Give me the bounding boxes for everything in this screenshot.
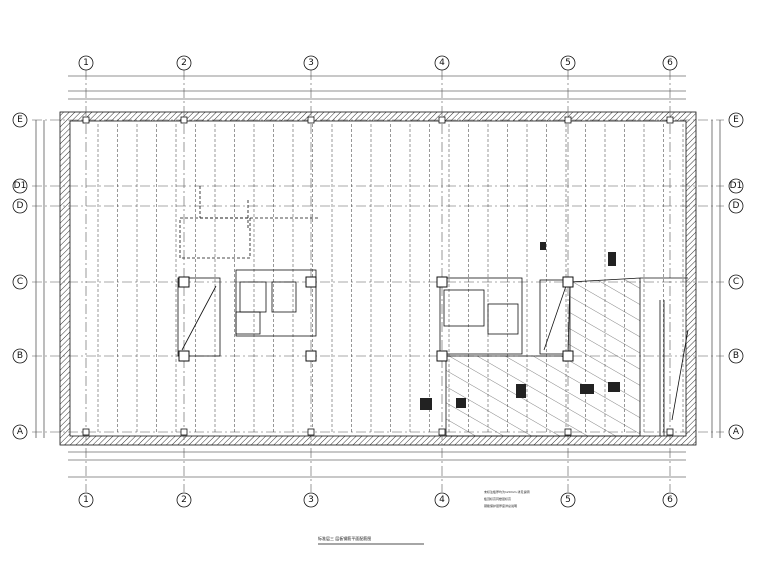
side-dimension-lines bbox=[35, 120, 721, 438]
axis-bubble bbox=[434, 55, 450, 71]
axis-bubble bbox=[728, 348, 744, 364]
column bbox=[436, 350, 448, 362]
note-line-3: 钢筋保护层厚度详总说明 bbox=[484, 503, 517, 508]
axis-bubble bbox=[12, 198, 28, 214]
column bbox=[562, 276, 574, 288]
notes-block: 未标注板厚均为120mm,详见说明 板顶标高同楼层标高 钢筋保护层厚度详总说明 bbox=[484, 489, 530, 508]
axis-bubble bbox=[78, 492, 94, 508]
note-line-2: 板顶标高同楼层标高 bbox=[484, 496, 511, 501]
axis-bubble-label: A bbox=[17, 427, 24, 437]
column bbox=[438, 428, 446, 436]
axis-bubble-label: 3 bbox=[308, 58, 314, 68]
axis-bubble-label: D1 bbox=[14, 181, 27, 191]
column bbox=[666, 116, 674, 124]
column bbox=[180, 116, 188, 124]
column bbox=[180, 428, 188, 436]
axis-bubble-label: 6 bbox=[667, 58, 673, 68]
axis-bubble bbox=[176, 492, 192, 508]
column bbox=[305, 350, 317, 362]
axis-bubble-label: 6 bbox=[667, 495, 673, 505]
axis-bubble-label: B bbox=[733, 351, 739, 361]
left-axis-bubbles: E D1D C B A bbox=[12, 112, 28, 440]
axis-bubble bbox=[560, 55, 576, 71]
axis-bubble bbox=[303, 55, 319, 71]
axis-bubble bbox=[662, 55, 678, 71]
bottom-axis-bubbles: 1 2 3 4 5 6 bbox=[78, 492, 678, 508]
bottom-dimension-lines bbox=[68, 451, 686, 478]
axis-bubble bbox=[662, 492, 678, 508]
axis-bubble-label: B bbox=[17, 351, 23, 361]
axis-bubble bbox=[176, 55, 192, 71]
axis-bubble bbox=[78, 55, 94, 71]
axis-bubble-label: 5 bbox=[565, 495, 571, 505]
axis-bubble bbox=[728, 274, 744, 290]
rebar-annotation-marks bbox=[420, 242, 620, 410]
column bbox=[305, 276, 317, 288]
rebar-lines bbox=[97, 124, 684, 434]
axis-bubble bbox=[303, 492, 319, 508]
note-line-1: 未标注板厚均为120mm,详见说明 bbox=[484, 489, 530, 494]
axis-bubble-label: 5 bbox=[565, 58, 571, 68]
axis-bubble bbox=[12, 348, 28, 364]
axis-bubble-label: 1 bbox=[83, 58, 89, 68]
axis-bubble-label: 2 bbox=[181, 58, 187, 68]
column bbox=[82, 116, 90, 124]
column bbox=[307, 116, 315, 124]
axis-bubble bbox=[434, 492, 450, 508]
column bbox=[82, 428, 90, 436]
axis-bubble-label: D bbox=[733, 201, 740, 211]
drawing-title-block: 标准层三 层板钢筋平面配筋图 bbox=[318, 535, 424, 545]
axis-bubble-label: E bbox=[17, 115, 23, 125]
column bbox=[178, 276, 190, 288]
top-axis-bubbles: 1 2 3 4 5 6 bbox=[78, 55, 678, 71]
axis-bubble bbox=[12, 424, 28, 440]
axis-bubble-label: C bbox=[17, 277, 23, 287]
axis-bubble bbox=[560, 492, 576, 508]
stair-core-left bbox=[177, 186, 320, 357]
column bbox=[564, 428, 572, 436]
column bbox=[178, 350, 190, 362]
axis-bubble-label: 2 bbox=[181, 495, 187, 505]
column bbox=[564, 116, 572, 124]
drawing-title: 标准层三 层板钢筋平面配筋图 bbox=[318, 535, 371, 541]
column bbox=[438, 116, 446, 124]
axis-bubble-label: D bbox=[17, 201, 24, 211]
axis-bubble-label: C bbox=[733, 277, 739, 287]
column bbox=[666, 428, 674, 436]
axis-bubble bbox=[728, 178, 744, 194]
stair-core-right bbox=[439, 277, 571, 355]
axis-bubble-label: 4 bbox=[439, 495, 445, 505]
columns bbox=[82, 116, 674, 436]
axis-bubble bbox=[728, 424, 744, 440]
axis-bubble-label: 1 bbox=[83, 495, 89, 505]
axis-bubble-label: E bbox=[733, 115, 739, 125]
axis-bubble-label: D1 bbox=[730, 181, 743, 191]
axis-bubble bbox=[12, 112, 28, 128]
axis-bubble bbox=[728, 198, 744, 214]
column bbox=[307, 428, 315, 436]
column bbox=[562, 350, 574, 362]
axis-bubble bbox=[728, 112, 744, 128]
axis-bubble bbox=[12, 178, 28, 194]
axis-bubble-label: 3 bbox=[308, 495, 314, 505]
axis-bubble-label: A bbox=[733, 427, 740, 437]
column bbox=[436, 276, 448, 288]
top-dimension-lines bbox=[68, 75, 686, 100]
right-axis-bubbles: E D1D C B A bbox=[728, 112, 744, 440]
axis-bubble-label: 4 bbox=[439, 58, 445, 68]
axis-bubble bbox=[12, 274, 28, 290]
